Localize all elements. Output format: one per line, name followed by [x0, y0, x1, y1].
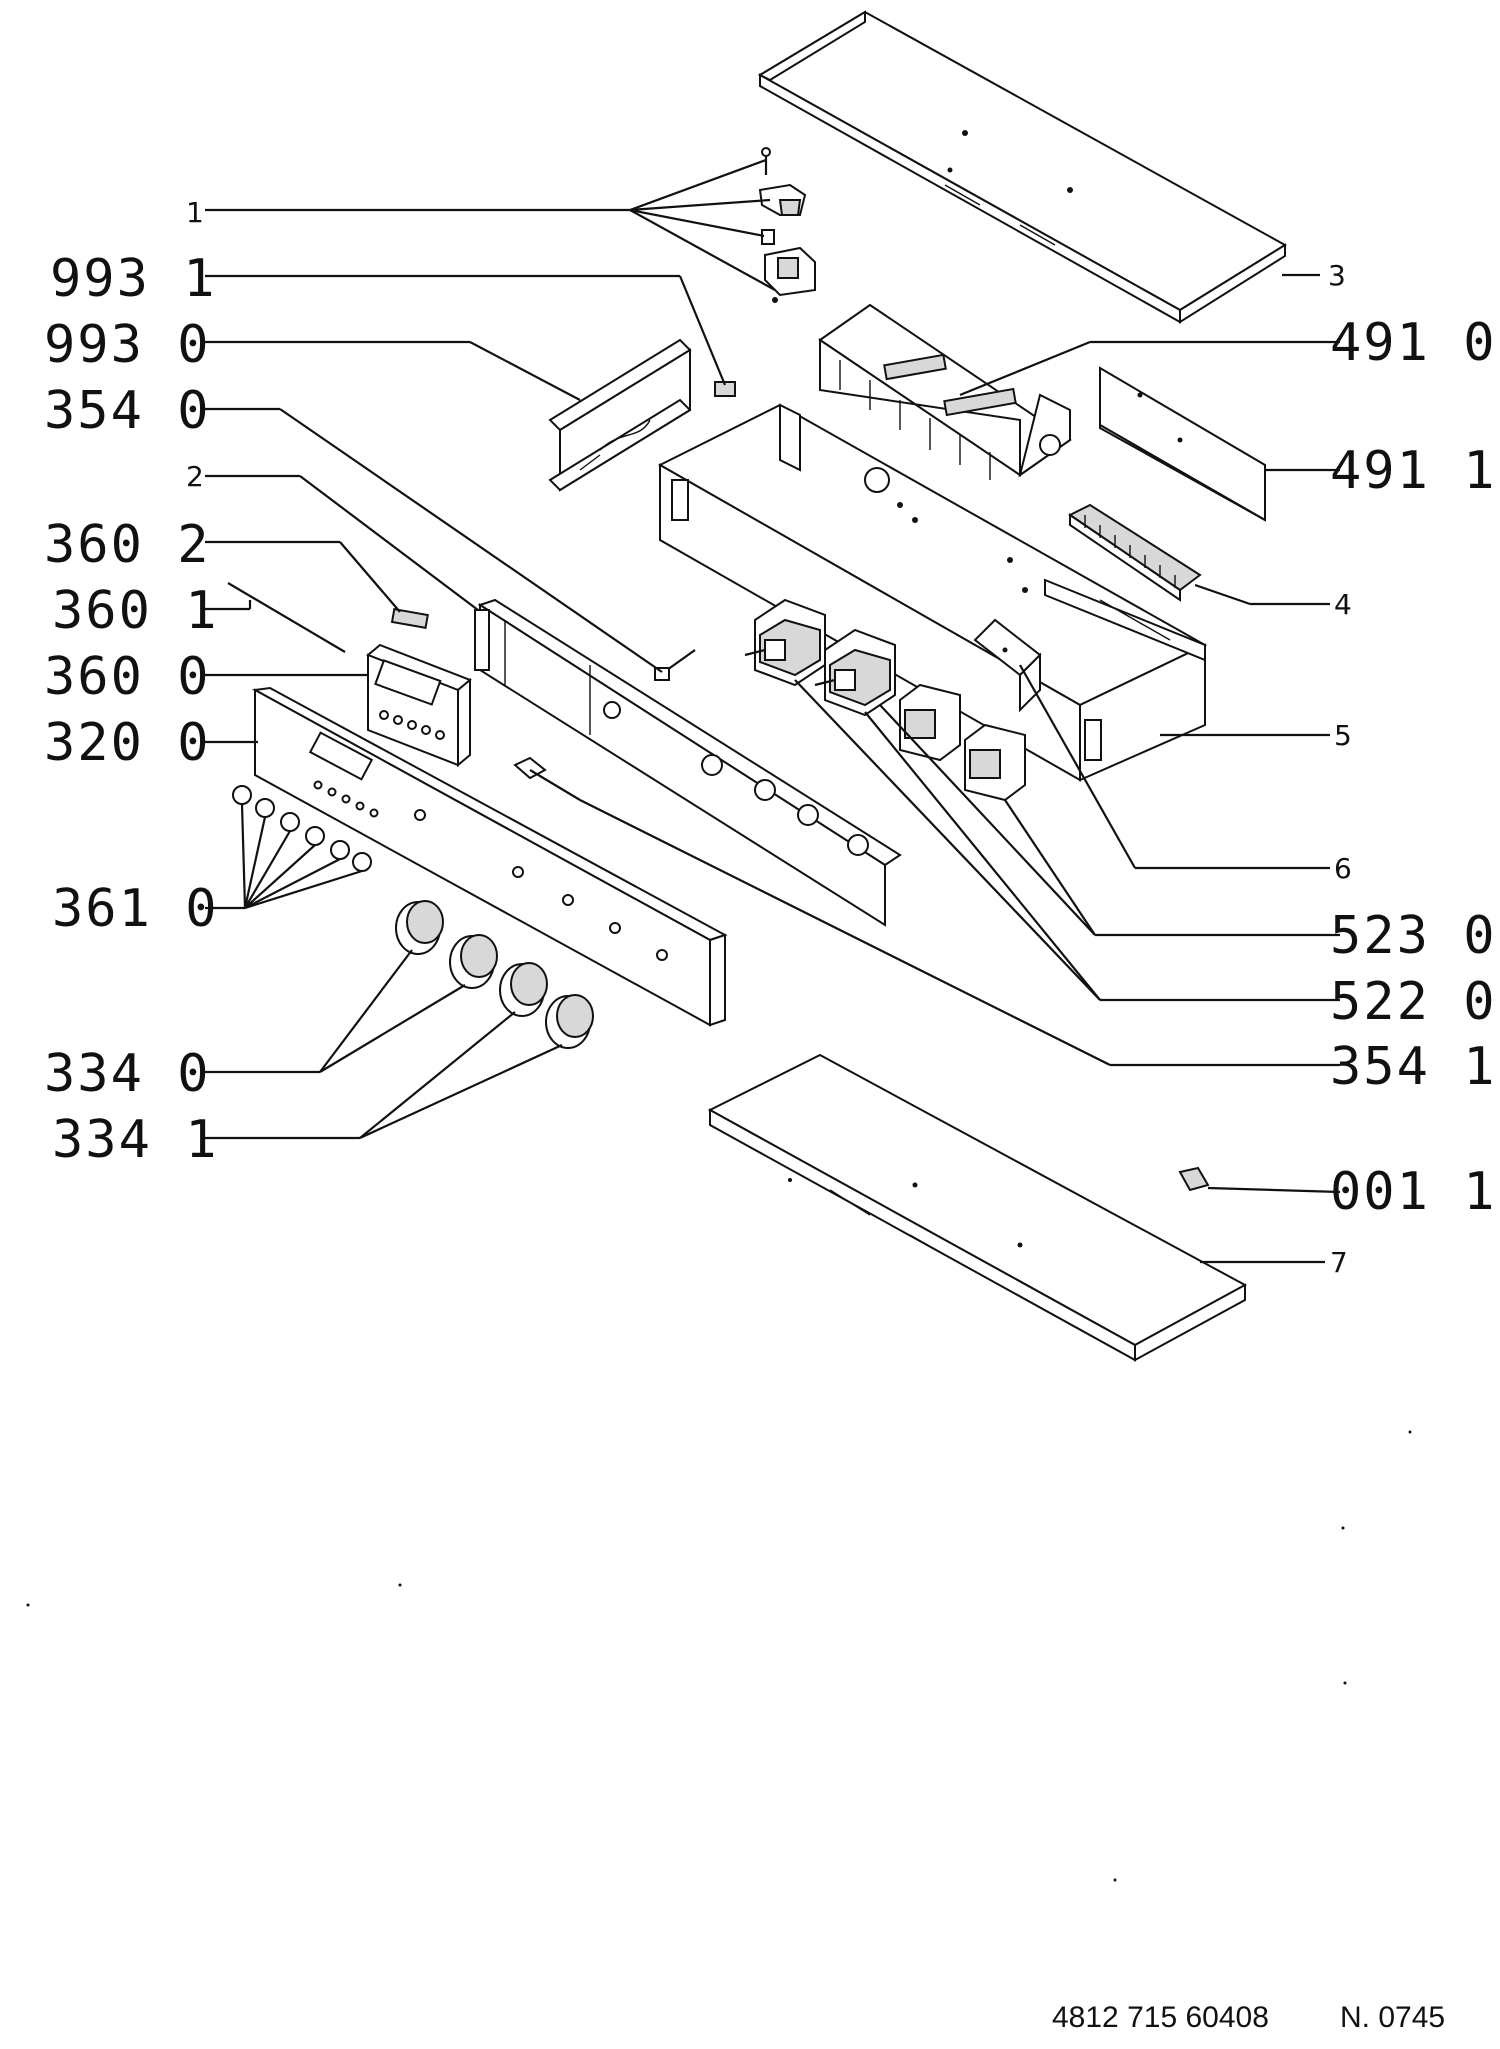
bracket-part [548, 338, 692, 492]
label-4: 4 [1334, 588, 1352, 621]
label-993-0: 993 0 [44, 315, 211, 375]
label-354-0: 354 0 [44, 381, 211, 441]
panel-part [1099, 366, 1266, 522]
front-panel-part [251, 686, 728, 1027]
label-334-1: 334 1 [52, 1110, 219, 1170]
label-354-1: 354 1 [1330, 1037, 1497, 1097]
rotary-switch-2-part [814, 628, 896, 717]
footer: 4812 715 60408 N. 0745 [1052, 2001, 1445, 2034]
label-7: 7 [1330, 1246, 1348, 1279]
label-334-0: 334 0 [44, 1044, 211, 1104]
small-clip-part [1178, 1166, 1210, 1192]
clock-module-part [366, 643, 472, 768]
label-320-0: 320 0 [44, 713, 211, 773]
screw-part [513, 756, 581, 801]
switch-assembly-part [758, 147, 816, 303]
label-491-1: 491 1 [1330, 441, 1497, 501]
label-5: 5 [1334, 719, 1352, 752]
energy-regulator-2-part [964, 723, 1026, 802]
terminal-block-part [1068, 503, 1202, 602]
bottom-plate-part [707, 1053, 1248, 1362]
wiring-harness-part [818, 303, 1072, 480]
specks [26, 1430, 1412, 1882]
label-001-1: 001 1 [1330, 1162, 1497, 1222]
label-3: 3 [1328, 259, 1346, 292]
label-993-1: 993 1 [50, 249, 217, 309]
label-360-0: 360 0 [44, 647, 211, 707]
label-491-0: 491 0 [1330, 313, 1497, 373]
label-361-0: 361 0 [52, 879, 219, 939]
part-number: 4812 715 60408 [1052, 2001, 1269, 2034]
label-2: 2 [186, 460, 204, 493]
rotary-switch-1-part [744, 598, 826, 687]
energy-regulator-1-part [899, 683, 961, 762]
connector-part [390, 607, 429, 630]
callout-labels: 1 993 1 993 0 354 0 2 360 2 360 1 360 0 … [44, 196, 1497, 1279]
control-frame-part [474, 598, 902, 927]
chassis-part [657, 403, 1208, 782]
rod-part [654, 649, 696, 681]
clip-part [714, 381, 736, 397]
label-360-1: 360 1 [52, 581, 219, 641]
label-6: 6 [1334, 852, 1352, 885]
revision-number: N. 0745 [1340, 2001, 1445, 2034]
top-cover-part [757, 10, 1287, 324]
label-360-2: 360 2 [44, 515, 211, 575]
cable-part [227, 582, 346, 653]
label-1: 1 [186, 196, 204, 229]
label-523-0: 523 0 [1330, 906, 1497, 966]
label-522-0: 522 0 [1330, 972, 1497, 1032]
knobs-part [395, 900, 594, 1049]
leader-lines [205, 158, 1341, 1264]
